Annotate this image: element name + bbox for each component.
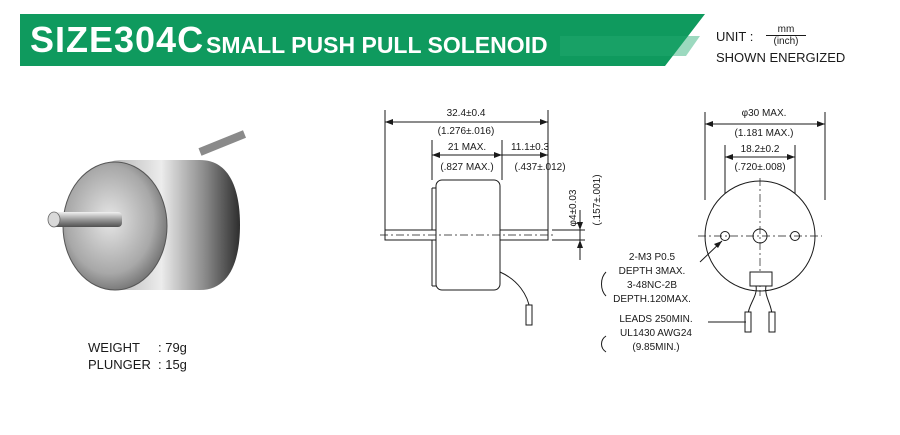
- banner-watermark-shape: [560, 36, 700, 56]
- hole-spacing-in: (.720±.008): [734, 162, 785, 173]
- thread-metric: 2-M3 P0.5: [629, 252, 676, 263]
- unit-legend: UNIT : mm (inch) SHOWN ENERGIZED: [716, 24, 845, 65]
- shaft-diameter-mm: φ4±0.03: [568, 189, 579, 226]
- unit-fraction: mm (inch): [766, 24, 806, 47]
- spec-value: : 79g: [158, 340, 187, 355]
- product-code: SIZE304C: [30, 19, 205, 60]
- spec-key: PLUNGER: [88, 357, 151, 372]
- spec-list: WEIGHT : 79g PLUNGER : 15g: [88, 339, 187, 373]
- overall-length-mm: 32.4±0.4: [447, 108, 486, 119]
- spec-weight: WEIGHT : 79g: [88, 339, 187, 356]
- hole-spacing-mm: 18.2±0.2: [741, 144, 780, 155]
- body-length-in: (.827 MAX.): [440, 162, 493, 173]
- banner-shape: [20, 14, 705, 66]
- outer-diameter-in: (1.181 MAX.): [735, 128, 794, 139]
- spec-value: : 15g: [158, 357, 187, 372]
- shaft-diameter-in: (.157±.001): [592, 174, 603, 225]
- unit-denominator: (inch): [773, 36, 799, 47]
- unit-numerator: mm: [766, 24, 806, 36]
- lead-wire: [198, 130, 247, 156]
- overall-length-in: (1.276±.016): [438, 126, 495, 137]
- side-view-drawing: 32.4±0.4 (1.276±.016) 21 MAX. (.827 MAX.…: [380, 108, 603, 326]
- body-length-mm: 21 MAX.: [448, 142, 486, 153]
- plunger-stroke-mm: 11.1±0.3: [511, 142, 550, 153]
- plunger-stroke-in: (.437±.012): [514, 162, 565, 173]
- unit-label: UNIT :: [716, 29, 754, 44]
- shown-state: SHOWN ENERGIZED: [716, 50, 846, 65]
- thread-unified-depth: DEPTH.120MAX.: [613, 294, 691, 305]
- thread-metric-depth: DEPTH 3MAX.: [619, 266, 686, 277]
- spec-key: WEIGHT: [88, 340, 140, 355]
- thread-unified: 3-48NC-2B: [627, 280, 677, 291]
- plunger-shaft: [52, 212, 122, 227]
- product-name: SMALL PUSH PULL SOLENOID: [206, 32, 548, 58]
- plunger-tip: [47, 211, 61, 228]
- leads-length: LEADS 250MIN.: [619, 314, 692, 325]
- product-photo: [47, 130, 247, 291]
- title-banner: [20, 14, 705, 66]
- leads-length-in: (9.85MIN.): [632, 342, 679, 353]
- end-view-drawing: φ30 MAX. (1.181 MAX.) 18.2±0.2 (.720±.00…: [601, 108, 826, 353]
- leads-spec: UL1430 AWG24: [620, 328, 692, 339]
- outer-diameter-mm: φ30 MAX.: [742, 108, 787, 119]
- spec-plunger: PLUNGER : 15g: [88, 356, 187, 373]
